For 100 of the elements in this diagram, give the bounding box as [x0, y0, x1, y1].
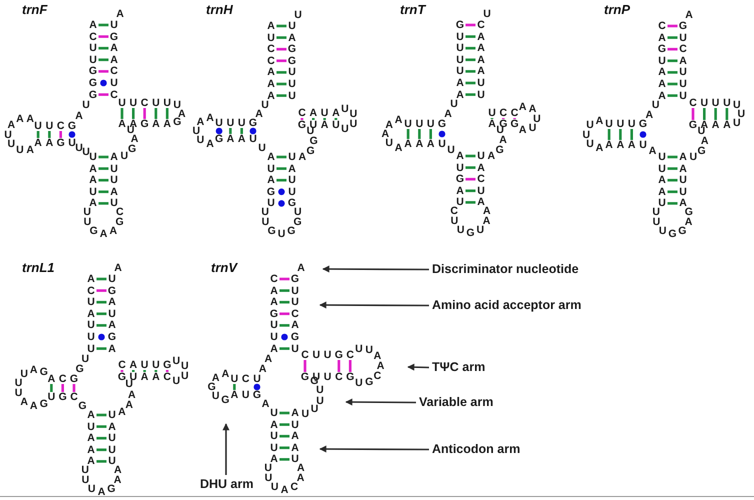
nucleotide-letter: A	[118, 407, 126, 418]
nucleotide-letter: U	[447, 145, 455, 155]
nucleotide-letter: A	[416, 139, 424, 149]
nucleotide-letter: A	[125, 400, 133, 410]
nucleotide-letter: C	[70, 392, 78, 402]
nucleotide-letter: A	[296, 462, 305, 473]
nucleotide-letter: A	[87, 456, 95, 466]
nucleotide-letter: G	[56, 138, 65, 148]
nucleotide-letter: A	[456, 90, 464, 100]
nucleotide-letter: U	[89, 152, 97, 162]
nucleotide-letter: G	[58, 392, 67, 402]
nucleotide-letter: U	[242, 390, 250, 400]
nucleotide-letter: C	[689, 98, 697, 108]
nucleotide-letter: G	[115, 217, 124, 228]
nucleotide-letter: U	[365, 344, 374, 355]
nucleotide-letter: U	[108, 456, 116, 466]
nucleotide-letter: U	[658, 164, 666, 174]
nucleotide-letter: G	[698, 146, 706, 156]
nucleotide-letter: A	[394, 142, 402, 153]
nucleotide-letter: A	[46, 138, 54, 148]
nucleotide-letter: U	[652, 206, 660, 217]
nucleotide-letter: A	[298, 152, 306, 162]
nucleotide-letter: U	[690, 152, 698, 162]
nucleotide-letter: A	[518, 125, 527, 136]
nucleotide-letter: A	[658, 90, 666, 101]
nucleotide-letter: U	[426, 119, 434, 129]
nucleotide-letter: U	[262, 217, 270, 228]
nucleotide-letter: U	[456, 43, 464, 54]
nucleotide-letter: G	[456, 20, 464, 30]
callout-label: Variable arm	[419, 395, 494, 410]
nucleotide-letter: G	[88, 78, 98, 88]
nucleotide-letter: G	[107, 484, 116, 494]
nucleotide-letter: C	[163, 372, 171, 382]
nucleotide-letter: U	[312, 350, 320, 360]
nucleotide-letter: U	[477, 90, 485, 100]
nucleotide-letter: U	[4, 130, 12, 140]
nucleotide-letter: C	[658, 21, 666, 31]
nucleotide-letter: U	[172, 356, 180, 366]
nucleotide-letter: U	[586, 120, 594, 130]
nucleotide-letter: A	[267, 79, 275, 89]
nucleotide-letter: U	[416, 119, 424, 129]
nucleotide-letter: G	[88, 66, 98, 76]
nucleotide-letter: U	[120, 151, 128, 161]
nucleotide-letter: U	[125, 379, 133, 390]
nucleotide-letter: A	[114, 475, 122, 486]
nucleotide-letter: C	[89, 32, 97, 42]
nucleotide-letter: U	[733, 100, 741, 110]
nucleotide-letter: A	[26, 114, 34, 124]
nucleotide-letter: A	[20, 396, 28, 407]
nucleotide-letter: U	[477, 151, 485, 161]
nucleotide-letter: G	[298, 120, 306, 130]
nucleotide-letter: C	[298, 108, 306, 118]
nucleotide-letter: U	[291, 420, 299, 430]
nucleotide-letter: C	[346, 350, 354, 360]
nucleotide-letter: U	[212, 391, 220, 402]
nucleotide-letter: G	[266, 186, 276, 197]
arrow	[322, 266, 429, 273]
nucleotide-letter: A	[488, 119, 496, 129]
nucleotide-letter: A	[685, 10, 693, 20]
arrow	[345, 398, 416, 406]
nucleotide-letter: U	[658, 226, 666, 236]
nucleotide-letter: U	[483, 9, 491, 19]
arrow	[319, 302, 429, 309]
nucleotide-letter: G	[248, 118, 258, 128]
nucleotide-letter: A	[270, 344, 278, 354]
nucleotide-letter: A	[646, 110, 654, 120]
nucleotide-letter: C	[110, 90, 118, 100]
nucleotide-letter: U	[288, 152, 296, 162]
nucleotide-letter: U	[8, 139, 16, 150]
nucleotide-letter: A	[679, 56, 687, 66]
nucleotide-letter: A	[320, 120, 328, 130]
nucleotide-letter: C	[118, 360, 126, 370]
nucleotide-letter: C	[58, 374, 66, 384]
nucleotide-letter: U	[700, 98, 708, 108]
nucleotide-letter: A	[140, 372, 148, 382]
nucleotide-letter: A	[404, 139, 412, 149]
nucleotide-letter: U	[110, 164, 118, 174]
nucleotide-letter: A	[267, 21, 275, 31]
nucleotide-letter: U	[82, 100, 90, 110]
nucleotide-letter: G	[365, 377, 374, 388]
nucleotide-letter: A	[262, 399, 270, 409]
nucleotide-letter: U	[488, 108, 496, 118]
nucleotide-letter: U	[270, 482, 278, 492]
nucleotide-letter: U	[456, 32, 464, 42]
nucleotide-letter: U	[652, 217, 660, 228]
nucleotide-letter: U	[270, 320, 278, 330]
nucleotide-letter: C	[267, 44, 275, 54]
nucleotide-letter: U	[456, 162, 464, 173]
nucleotide-letter: U	[89, 43, 97, 54]
nucleotide-letter: A	[700, 136, 708, 146]
nucleotide-letter: U	[310, 120, 318, 130]
nucleotide-letter: G	[288, 198, 296, 208]
nucleotide-letter: U	[87, 320, 95, 330]
nucleotide-letter: A	[152, 119, 160, 129]
nucleotide-letter: U	[679, 67, 687, 78]
nucleotide-letter: A	[89, 20, 97, 30]
nucleotide-letter: A	[110, 226, 118, 236]
nucleotide-letter: A	[426, 139, 434, 149]
nucleotide-letter: A	[444, 109, 452, 120]
nucleotide-letter: U	[108, 274, 116, 284]
